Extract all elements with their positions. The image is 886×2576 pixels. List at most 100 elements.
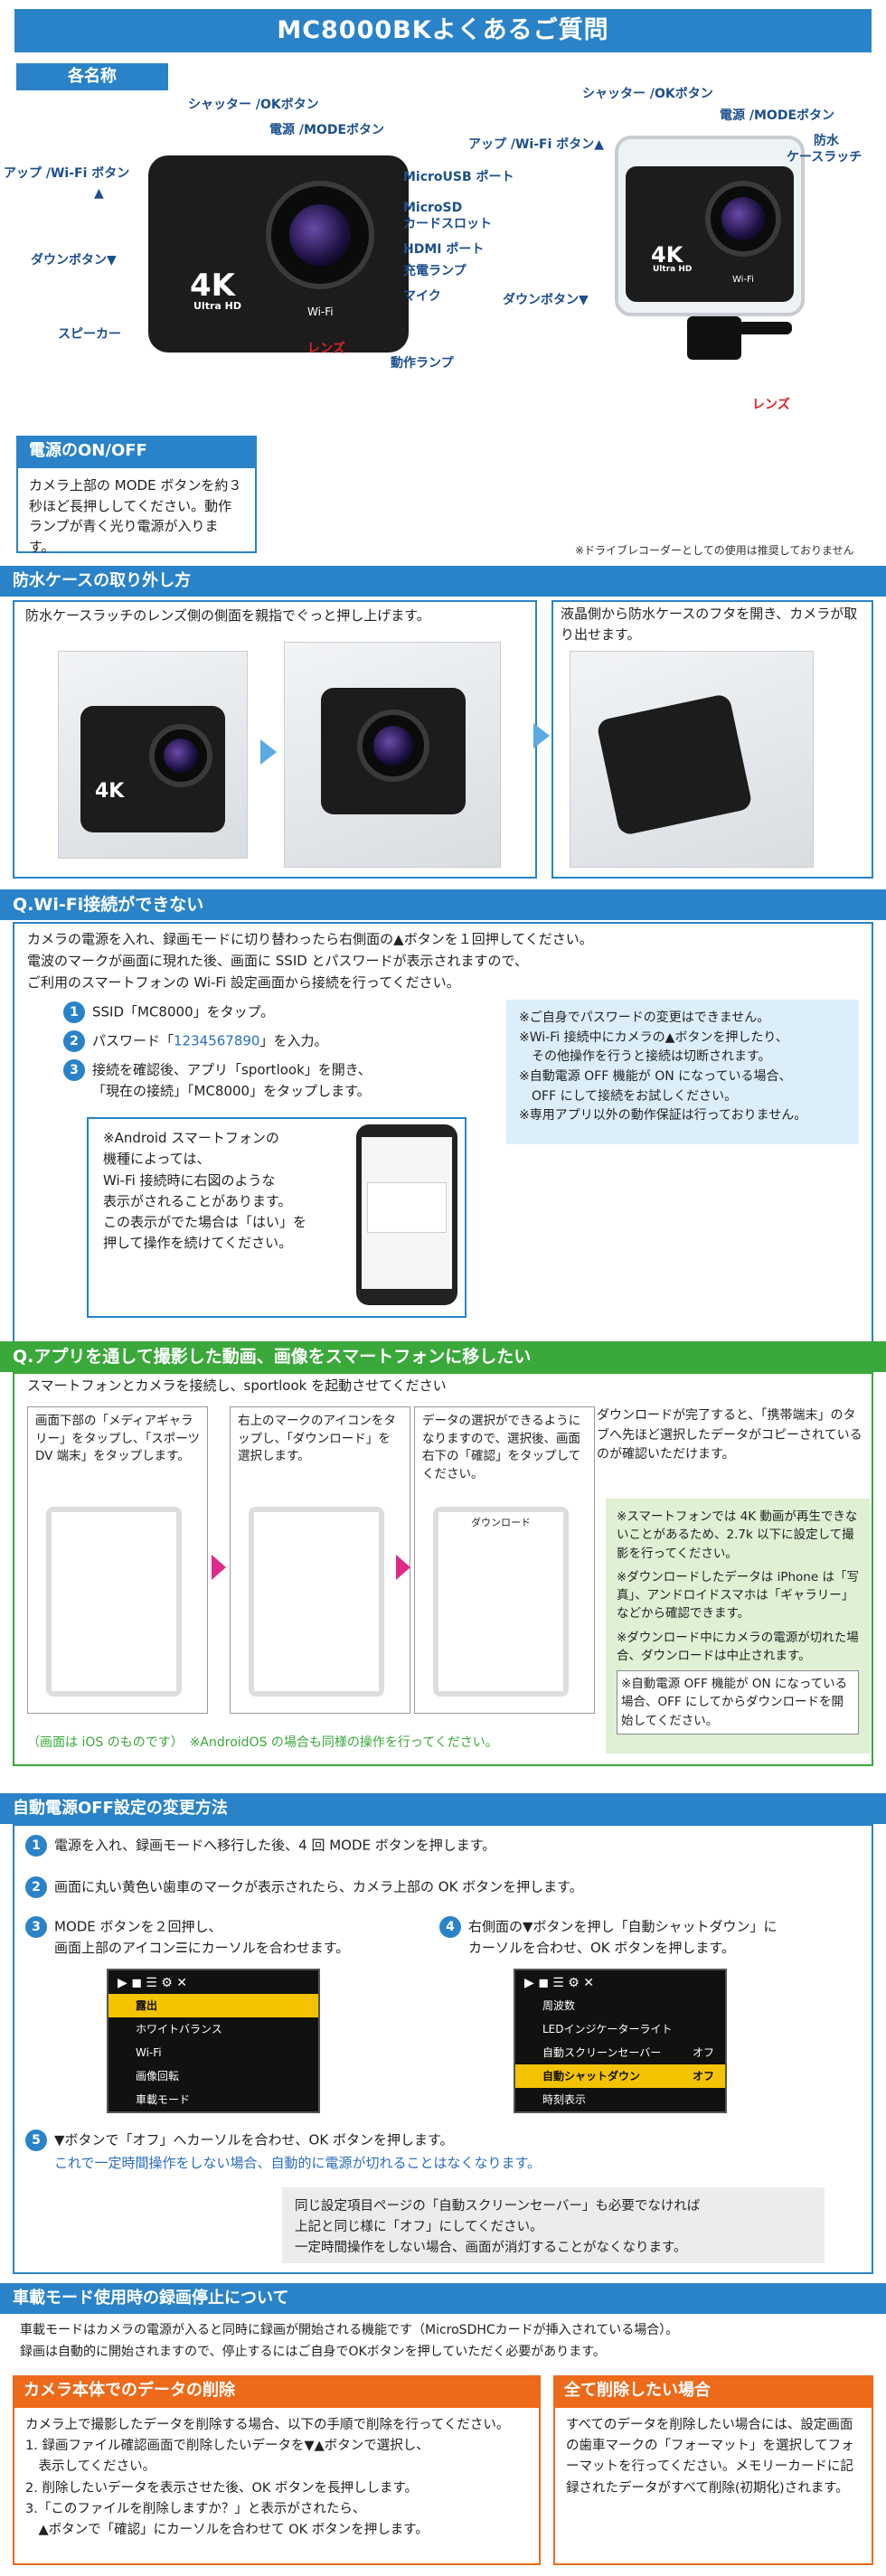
wifi-note-1: ※Wi-Fi 接続中にカメラの▲ボタンを押したり、 <box>519 1029 788 1045</box>
menu-right-3-val: オフ <box>692 2070 714 2082</box>
label-microsd-left: MicroSD <box>403 201 463 215</box>
car-line-2: 録画は自動的に開始されますので、停止するにはご自身でOKボタンを押していただく必… <box>20 2345 606 2359</box>
wifi-notes-box: ※ご自身でパスワードの変更はできません。 ※Wi-Fi 接続中にカメラの▲ボタン… <box>506 1000 859 1144</box>
autooff-gray-2: 一定時間操作をしない場合、画面が消灯することがなくなります。 <box>295 2241 687 2256</box>
car-heading: 車載モード使用時の録画停止について <box>0 2283 886 2314</box>
label-microusb-left: MicroUSB ポート <box>403 170 514 184</box>
label-lens-left: レンズ <box>307 342 345 356</box>
android-line-5: 押して操作を続けてください。 <box>103 1235 293 1252</box>
power-text: カメラ上部の MODE ボタンを約３秒ほど長押ししてください。動作ランプが青く光… <box>16 466 257 555</box>
case-open-photo-3 <box>570 651 814 868</box>
car-line-1: 車載モードはカメラの電源が入ると同時に録画が開始される機能です（MicroSDH… <box>20 2323 679 2337</box>
camera-4k-label: 4K <box>190 268 236 304</box>
android-line-0: ※Android スマートフォンの <box>103 1130 279 1146</box>
wifi-note-0: ※ご自身でパスワードの変更はできません。 <box>519 1011 770 1025</box>
case-right-panel <box>551 600 873 879</box>
wifi-heading: Q.Wi-Fi接続ができない <box>0 889 886 920</box>
wifi-step-1-num: 1 <box>63 1001 85 1023</box>
wifi-password: 1234567890 <box>174 1032 260 1049</box>
app-step-1: 画面下部の「メディアギャラリー」をタップし、「スポーツ DV 端末」をタップしま… <box>27 1406 208 1714</box>
menu-right-1: LEDインジケーターライト <box>542 2023 673 2035</box>
label-actionlamp-left: 動作ランプ <box>391 356 454 371</box>
label-shutter-right: シャッター /OKボタン <box>582 87 713 101</box>
names-heading: 各名称 <box>16 63 168 90</box>
case-right-text: 液晶側から防水ケースのフタを開き、カメラが取り出せます。 <box>561 604 868 644</box>
android-line-2: Wi-Fi 接続時に右図のような <box>103 1171 276 1189</box>
app-heading: Q.アプリを通して撮影した動画、画像をスマートフォンに移したい <box>0 1341 886 1372</box>
autooff-num-1: 1 <box>25 1835 47 1857</box>
label-shutter-left: シャッター /OKボタン <box>188 98 319 112</box>
case-right-text-content: 液晶側から防水ケースのフタを開き、カメラが取り出せます。 <box>561 606 858 643</box>
autooff-step-3-text-a: MODE ボタンを２回押し、 <box>54 1918 222 1935</box>
delete-line-4: 3.「このファイルを削除しますか？」と表示がされたら、 <box>25 2501 366 2516</box>
app-step-3-text: データの選択ができるようになりますので、選択後、画面右下の「確認」をタップしてく… <box>422 1414 581 1481</box>
app-arrow-2 <box>396 1555 410 1580</box>
wifi-step-2-text-b: 」を入力。 <box>259 1032 328 1049</box>
autooff-gray-1: 上記と同じ様に「オフ」にしてください。 <box>295 2220 543 2235</box>
wifi-note-4: OFF にして接続をお試しください。 <box>519 1088 738 1104</box>
wifi-note-3: ※自動電源 OFF 機能が ON になっている場合、 <box>519 1069 792 1085</box>
android-phone-image <box>356 1124 457 1305</box>
label-speaker-left: スピーカー <box>58 327 121 342</box>
case-open-photo-2 <box>284 642 501 868</box>
delete-line-1: 1. 録画ファイル確認画面で削除したいデータを▼▲ボタンで選択し、 <box>25 2439 429 2454</box>
app-note-3: ※自動電源 OFF 機能が ON になっている場合、OFF にしてからダウンロー… <box>617 1670 859 1735</box>
wifi-intro-3: ご利用のスマートフォンの Wi-Fi 設定画面から接続を行ってください。 <box>27 974 460 991</box>
delete-line-2: 表示してください。 <box>25 2459 156 2475</box>
autooff-step-3-line2: 画面上部のアイコン☰にカーソルを合わせます。 <box>54 1940 350 1956</box>
label-waterproof2-right: ケースラッチ <box>787 150 862 165</box>
label-mic-left: マイク <box>403 289 441 304</box>
menu-left-2: Wi-Fi <box>136 2046 162 2059</box>
autooff-panel <box>13 1824 873 2274</box>
label-microsd-slot-left: カードスロット <box>403 217 492 231</box>
wifi-step-3-line2: 「現在の接続」「MC8000」をタップします。 <box>92 1083 371 1099</box>
case-heading: 防水ケースの取り外し方 <box>0 566 886 597</box>
delete-line-3: 2. 削除したいデータを表示させた後、OK ボタンを長押しします。 <box>25 2480 419 2496</box>
delete-line-0: カメラ上で撮影したデータを削除する場合、以下の手順で削除を行ってください。 <box>25 2418 510 2432</box>
app-step-3-screen-title: ダウンロード <box>471 1517 531 1528</box>
autooff-step-2-text: 画面に丸い黄色い歯車のマークが表示されたら、カメラ上部の OK ボタンを押します… <box>54 1878 583 1895</box>
camera-front-image: 4K Ultra HD Wi-Fi <box>148 155 409 353</box>
case-camera-wifi: Wi-Fi <box>732 275 754 285</box>
app-step-2-text: 右上のマークのアイコンをタップし、「ダウンロード」を選択します。 <box>238 1414 396 1464</box>
camera-menu-right: ▶ ◼ ☰ ⚙ ✕ 周波数 LEDインジケーターライト 自動スクリーンセーバー … <box>514 1969 727 2113</box>
menu-right-0: 周波数 <box>542 1999 576 2012</box>
autooff-step-4-text-a: 右側面の▼ボタンを押し「自動シャットダウン」に <box>468 1918 778 1935</box>
app-footnote: （画面は iOS のものです） ※AndroidOS の場合も同様の操作を行って… <box>27 1735 498 1750</box>
menu-right-3-label: 自動シャットダウン <box>542 2070 641 2082</box>
app-intro: スマートフォンとカメラを接続し、sportlook を起動させてください <box>27 1377 447 1394</box>
app-step-3: データの選択ができるようになりますので、選択後、画面右下の「確認」をタップしてく… <box>414 1406 595 1714</box>
menu-right-4: 時刻表示 <box>542 2093 587 2106</box>
autooff-num-5: 5 <box>25 2129 47 2151</box>
case-open-photo-1: 4K <box>58 651 248 859</box>
app-note-2: ※ダウンロード中にカメラの電源が切れた場合、ダウンロードは中止されます。 <box>617 1630 859 1663</box>
wifi-step-1-text: SSID「MC8000」をタップ。 <box>92 1003 275 1020</box>
camera-wifi-label: Wi-Fi <box>307 306 334 318</box>
autooff-step-5: 5 ▼ボタンで「オフ」へカーソルを合わせ、OK ボタンを押します。 <box>25 2129 453 2151</box>
label-lens-right: レンズ <box>752 398 790 412</box>
menu-right-2-label: 自動スクリーンセーバー <box>542 2046 662 2059</box>
autooff-step-5-text: ▼ボタンで「オフ」へカーソルを合わせ、OK ボタンを押します。 <box>54 2131 454 2148</box>
case-mount-image <box>687 316 741 360</box>
app-note-0: ※スマートフォンでは 4K 動画が再生できないことがあるため、2.7k 以下に設… <box>617 1509 858 1561</box>
wifi-step-2-num: 2 <box>63 1030 85 1052</box>
autooff-step-1-text: 電源を入れ、録画モードへ移行した後、4 回 MODE ボタンを押します。 <box>54 1837 496 1854</box>
delete-all-heading: 全て削除したい場合 <box>553 2375 873 2406</box>
menu-right-2-val: オフ <box>692 2046 714 2059</box>
label-power-left: 電源 /MODEボタン <box>269 123 385 137</box>
label-hdmi-left: HDMI ポート <box>403 242 485 257</box>
app-notes-box: ※スマートフォンでは 4K 動画が再生できないことがあるため、2.7k 以下に設… <box>606 1499 870 1753</box>
menu-right-2: 自動スクリーンセーバー オフ <box>515 2041 725 2064</box>
wifi-note-2: その他操作を行うと接続は切断されます。 <box>519 1049 771 1065</box>
autooff-step-4-line2: カーソルを合わせ、OK ボタンを押します。 <box>468 1940 735 1956</box>
delete-all-box: すべてのデータを削除したい場合には、設定画面の歯車マークの「フォーマット」を選択… <box>553 2406 873 2565</box>
power-heading: 電源のON/OFF <box>16 436 257 466</box>
android-line-3: 表示がされることがあります。 <box>103 1192 292 1209</box>
delete-all-text: すべてのデータを削除したい場合には、設定画面の歯車マークの「フォーマット」を選択… <box>566 2418 854 2496</box>
label-up-arrow-left: ▲ <box>94 186 104 201</box>
autooff-step-1: 1 電源を入れ、録画モードへ移行した後、4 回 MODE ボタンを押します。 <box>25 1835 495 1857</box>
autooff-heading: 自動電源OFF設定の変更方法 <box>0 1793 886 1824</box>
